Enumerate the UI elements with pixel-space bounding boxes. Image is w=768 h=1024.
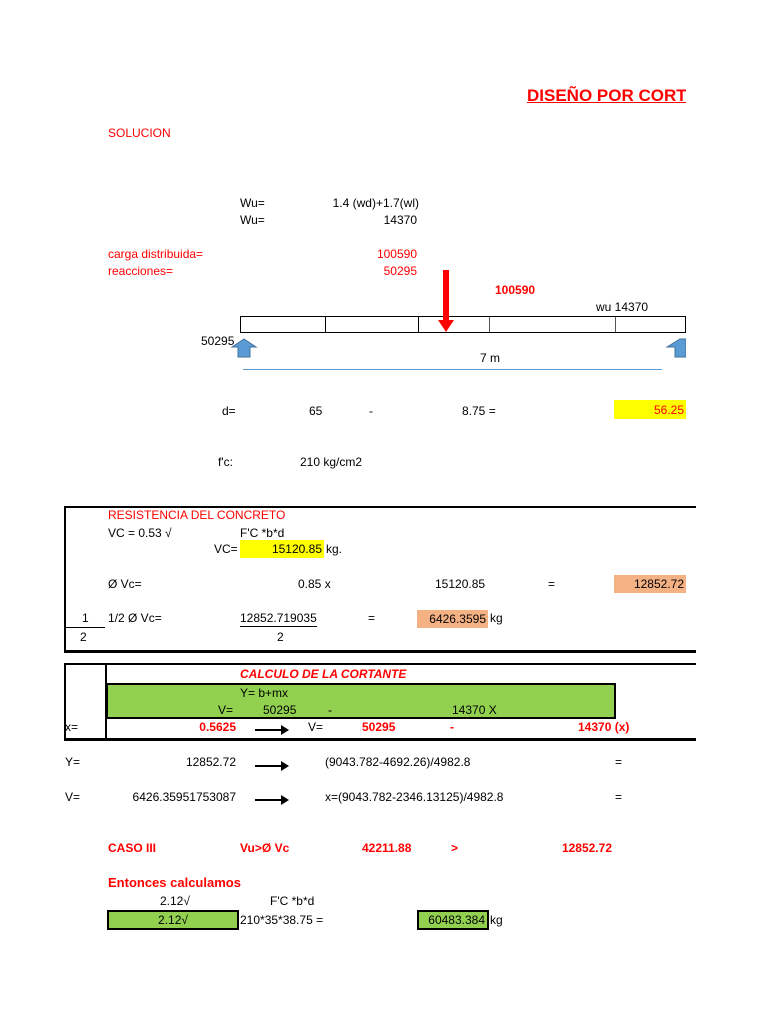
wu-value: 14370 [383,213,417,227]
half-eq: = [368,611,376,625]
phi-factor: 0.85 x [298,577,331,591]
entonces-terms: F'C *b*d [270,894,315,908]
v-row-eq: = [615,790,623,804]
vc-label: VC= [214,542,238,556]
load-label: 100590 [495,283,536,297]
v-row-value: 6426.35951753087 [132,790,236,804]
span-label: 7 m [480,351,501,365]
coef-box: 2.12√ [107,910,239,930]
carga-label: carga distribuida= [108,247,204,261]
resistencia-section [64,506,696,653]
fraction-line [64,627,105,628]
caso-op: > [451,841,459,855]
caso-vu: 42211.88 [362,841,412,855]
caso-cond: Vu>Ø Vc [240,841,290,855]
reacciones-label: reacciones= [108,264,174,278]
d-op: - [369,404,373,418]
phi-vc: 15120.85 [435,577,486,591]
half-unit: kg [490,611,503,625]
half-denominator-two: 2 [80,630,87,644]
vc-terms: F'C *b*d [240,526,285,540]
x-m: 14370 (x) [578,720,630,734]
y-eq: = [615,755,623,769]
v-op: - [328,703,332,717]
support-left-icon [230,338,258,358]
reaction-left-label: 50295 [201,334,235,348]
wu-label-2: Wu= [240,213,265,227]
entonces-expr: 210*35*38.75 = [240,913,324,927]
reacciones-value: 50295 [383,264,417,278]
x-label: x= [65,720,79,734]
v-b: 50295 [263,703,297,717]
arrow-right-icon [255,795,289,805]
x-b: 50295 [362,720,396,734]
arrow-right-icon [255,725,289,735]
d-b: 8.75 = [462,404,496,418]
cortante-heading: CALCULO DE LA CORTANTE [240,667,407,681]
cortante-section [64,663,696,741]
fc-value: 210 kg/cm2 [300,455,363,469]
x-op: - [450,720,454,734]
d-label: d= [222,404,236,418]
y-value: 12852.72 [185,755,236,769]
beam [240,316,686,333]
v-label: V= [218,703,234,717]
resistencia-heading: RESISTENCIA DEL CONCRETO [108,508,286,522]
wu-label: Wu= [240,196,265,210]
x-value: 0.5625 [199,720,236,734]
half-numerator: 12852.719035 [240,611,317,627]
x-v-label: V= [308,720,324,734]
solucion-label: SOLUCION [108,126,171,140]
half-numerator-one: 1 [82,611,89,625]
phi-label: Ø Vc= [108,577,142,591]
entonces-result: 60483.384 [417,910,489,930]
wu-diagram-label: wu 14370 [596,300,649,314]
v-row-expr: x=(9043.782-2346.13125)/4982.8 [325,790,504,804]
eq-formula: Y= b+mx [240,686,289,700]
vc-unit: kg. [326,542,343,556]
v-m: 14370 X [452,703,497,717]
load-arrow-icon [438,270,454,332]
entonces-heading: Entonces calculamos [108,875,241,890]
phi-result: 12852.72 [614,575,686,593]
caso-phivc: 12852.72 [561,841,612,855]
y-label: Y= [65,755,81,769]
vc-formula: VC = 0.53 √ [108,526,172,540]
v-row-label: V= [65,790,81,804]
span-line [243,369,662,370]
d-result: 56.25 [614,400,686,419]
half-denominator: 2 [277,630,284,644]
equation-box [106,683,616,719]
page-title: DISEÑO POR CORTE [527,86,686,105]
d-a: 65 [309,404,323,418]
caso-label: CASO III [108,841,157,855]
fc-label: f'c: [218,455,233,469]
half-result: 6426.3595 [417,610,488,628]
entonces-unit: kg [490,913,503,927]
carga-value: 100590 [376,247,417,261]
arrow-right-icon [255,761,289,771]
support-right-icon [666,338,686,358]
coef-top: 2.12√ [160,894,190,908]
phi-eq: = [548,577,556,591]
y-expr: (9043.782-4692.26)/4982.8 [325,755,471,769]
half-label: 1/2 Ø Vc= [108,611,162,625]
vc-value: 15120.85 [240,540,324,558]
wu-formula: 1.4 (wd)+1.7(wl) [332,196,419,210]
